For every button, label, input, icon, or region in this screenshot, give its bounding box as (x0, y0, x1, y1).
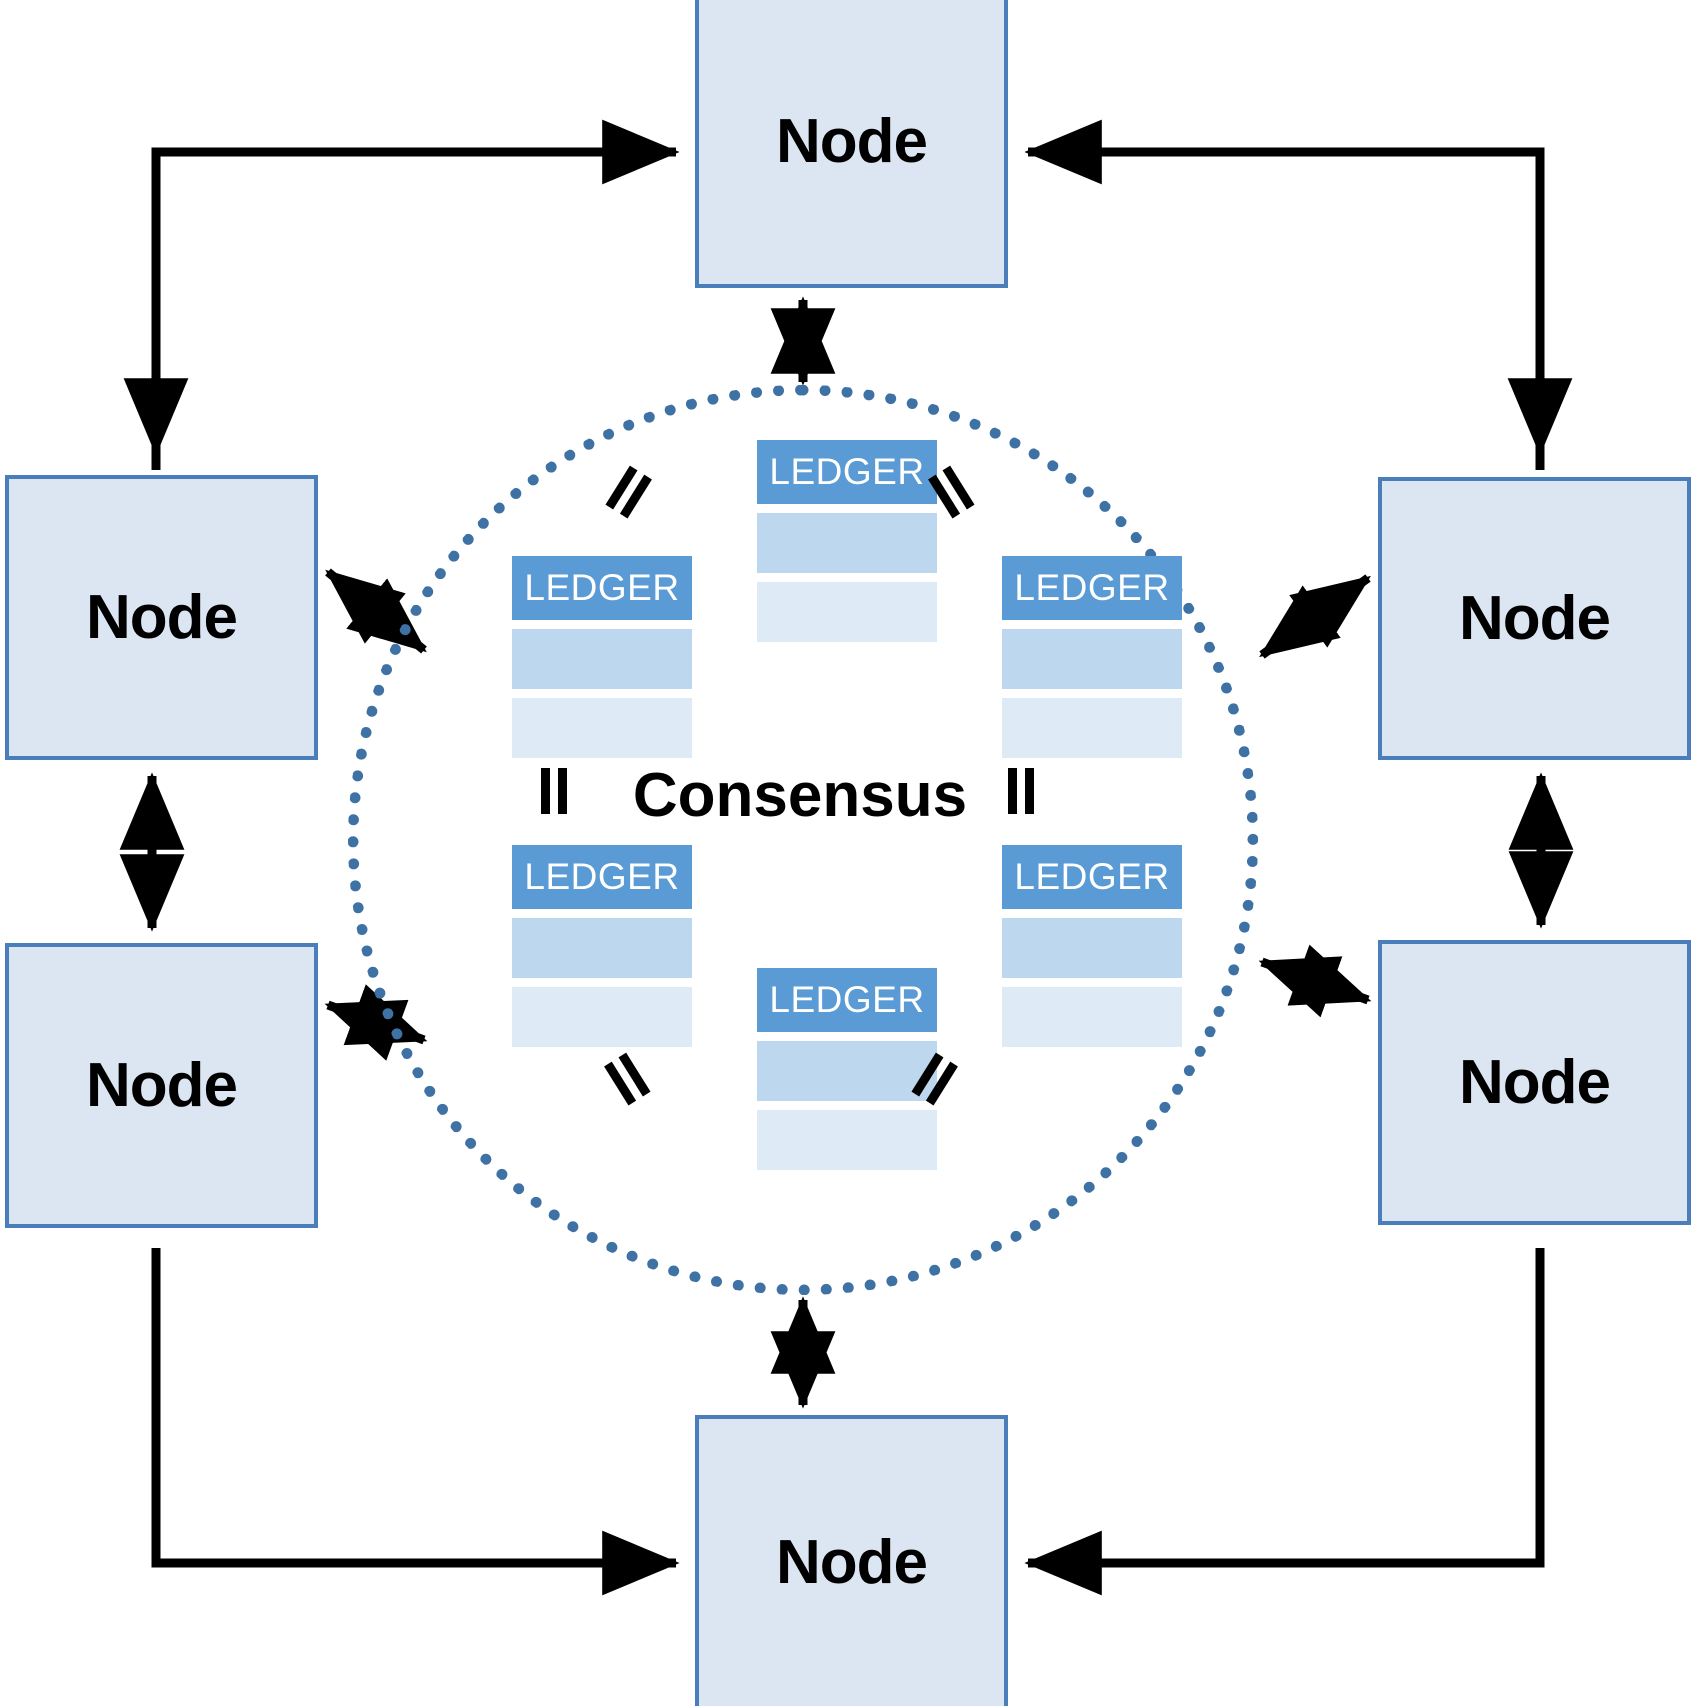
equals-icon-mid-left (533, 768, 579, 814)
ledger-card-right-lower[interactable]: LEDGER (1002, 845, 1182, 1047)
ledger-row (512, 987, 692, 1047)
ledger-header-label: LEDGER (1002, 845, 1182, 909)
ledger-header-label: LEDGER (512, 845, 692, 909)
ledger-card-left-upper[interactable]: LEDGER (512, 556, 692, 758)
node-box-left-lower[interactable]: Node (5, 943, 318, 1228)
ledger-row (757, 1041, 937, 1101)
node-box-right-lower[interactable]: Node (1378, 940, 1691, 1225)
ledger-row (1002, 987, 1182, 1047)
node-label: Node (1459, 1047, 1611, 1117)
ledger-row (1002, 698, 1182, 758)
ledger-row (512, 698, 692, 758)
ledger-card-bottom[interactable]: LEDGER (757, 968, 937, 1170)
ledger-card-left-lower[interactable]: LEDGER (512, 845, 692, 1047)
arrow-right-upper-to-circle (1259, 574, 1371, 659)
ledger-row (757, 582, 937, 642)
node-box-bottom[interactable]: Node (695, 1415, 1008, 1706)
ledger-row (757, 1110, 937, 1170)
ledger-card-right-upper[interactable]: LEDGER (1002, 556, 1182, 758)
ledger-header-label: LEDGER (757, 968, 937, 1032)
arrow-outer-right-to-top (1024, 119, 1545, 470)
ledger-row (1002, 918, 1182, 978)
ledger-header-label: LEDGER (512, 556, 692, 620)
equals-icon-mid-right (1000, 768, 1046, 814)
node-box-right-upper[interactable]: Node (1378, 477, 1691, 760)
arrow-right-lower-to-circle (1258, 944, 1372, 1018)
ledger-row (512, 918, 692, 978)
node-label: Node (86, 1050, 238, 1120)
node-label: Node (776, 107, 928, 176)
ledger-row (512, 629, 692, 689)
ledger-header-label: LEDGER (757, 440, 937, 504)
ledger-card-top[interactable]: LEDGER (757, 440, 937, 642)
node-box-top[interactable]: Node (695, 0, 1008, 288)
arrow-outer-right-to-bottom (1024, 1248, 1545, 1596)
consensus-label: Consensus (632, 761, 968, 830)
arrow-outer-left-to-top (151, 119, 680, 470)
node-label: Node (86, 582, 238, 652)
node-label: Node (776, 1527, 928, 1597)
arrow-outer-left-to-bottom (151, 1248, 680, 1596)
consensus-boundary-circle (348, 385, 1258, 1295)
ledger-row (1002, 629, 1182, 689)
node-label: Node (1459, 583, 1611, 653)
ledger-row (757, 513, 937, 573)
node-box-left-upper[interactable]: Node (5, 475, 318, 760)
ledger-header-label: LEDGER (1002, 556, 1182, 620)
